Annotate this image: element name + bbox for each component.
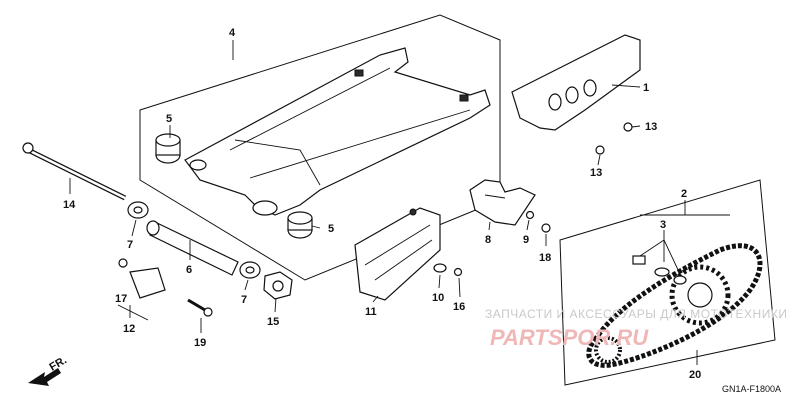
leader-lines bbox=[69, 40, 730, 365]
drive-chain bbox=[586, 243, 763, 368]
bolt-18 bbox=[541, 223, 551, 233]
callout-7b: 7 bbox=[241, 294, 247, 306]
callout-10: 10 bbox=[432, 292, 444, 304]
chain-group-frame bbox=[559, 179, 776, 386]
callout-14: 14 bbox=[63, 199, 76, 211]
callout-2: 2 bbox=[681, 188, 687, 200]
callout-4: 4 bbox=[229, 27, 236, 39]
callout-19: 19 bbox=[194, 337, 206, 349]
dust-seal-right bbox=[239, 261, 261, 279]
chain-guide bbox=[469, 179, 536, 226]
swingarm bbox=[184, 47, 491, 216]
bolt-13b bbox=[623, 122, 633, 132]
chain-slider-bracket bbox=[118, 258, 166, 299]
callout-5b: 5 bbox=[328, 223, 334, 235]
diagram-code: GN1A-F1800A bbox=[722, 384, 781, 394]
callout-18: 18 bbox=[539, 252, 551, 264]
watermark-brand: PARTSPOR.RU bbox=[490, 325, 649, 350]
callout-16: 16 bbox=[453, 301, 465, 313]
bolt-13a bbox=[595, 145, 605, 155]
callout-6: 6 bbox=[186, 264, 192, 276]
callout-13b: 13 bbox=[645, 121, 657, 133]
chain-joint bbox=[632, 255, 687, 285]
pivot-bolt bbox=[22, 142, 127, 201]
chain-case bbox=[511, 34, 641, 131]
dust-seal-left bbox=[127, 201, 149, 219]
callout-17: 17 bbox=[115, 293, 127, 305]
callout-12: 12 bbox=[123, 323, 135, 335]
callout-20: 20 bbox=[689, 369, 701, 381]
callout-8: 8 bbox=[485, 234, 491, 246]
callout-3: 3 bbox=[660, 219, 666, 231]
callout-9: 9 bbox=[523, 234, 529, 246]
front-arrow-label: FR. bbox=[48, 354, 69, 373]
bolt-16 bbox=[453, 267, 463, 277]
callout-13a: 13 bbox=[590, 167, 602, 179]
callout-5a: 5 bbox=[166, 113, 172, 125]
bolt-19 bbox=[187, 298, 213, 317]
collar-upper bbox=[155, 133, 181, 164]
callout-15: 15 bbox=[267, 316, 279, 328]
pivot-collar bbox=[146, 220, 239, 276]
collar-lower bbox=[287, 211, 313, 239]
front-direction-arrow: FR. bbox=[28, 354, 69, 386]
watermark-text: ЗАПЧАСТИ И АКСЕССУАРЫ ДЛЯ МОТОТЕХНИКИ bbox=[485, 307, 787, 321]
callout-11: 11 bbox=[365, 306, 377, 318]
pivot-nut bbox=[263, 271, 293, 300]
callout-7a: 7 bbox=[127, 239, 133, 251]
washer-10 bbox=[433, 263, 447, 273]
chain-slider bbox=[354, 207, 441, 301]
washer-9 bbox=[525, 210, 535, 220]
callout-1: 1 bbox=[643, 82, 649, 94]
